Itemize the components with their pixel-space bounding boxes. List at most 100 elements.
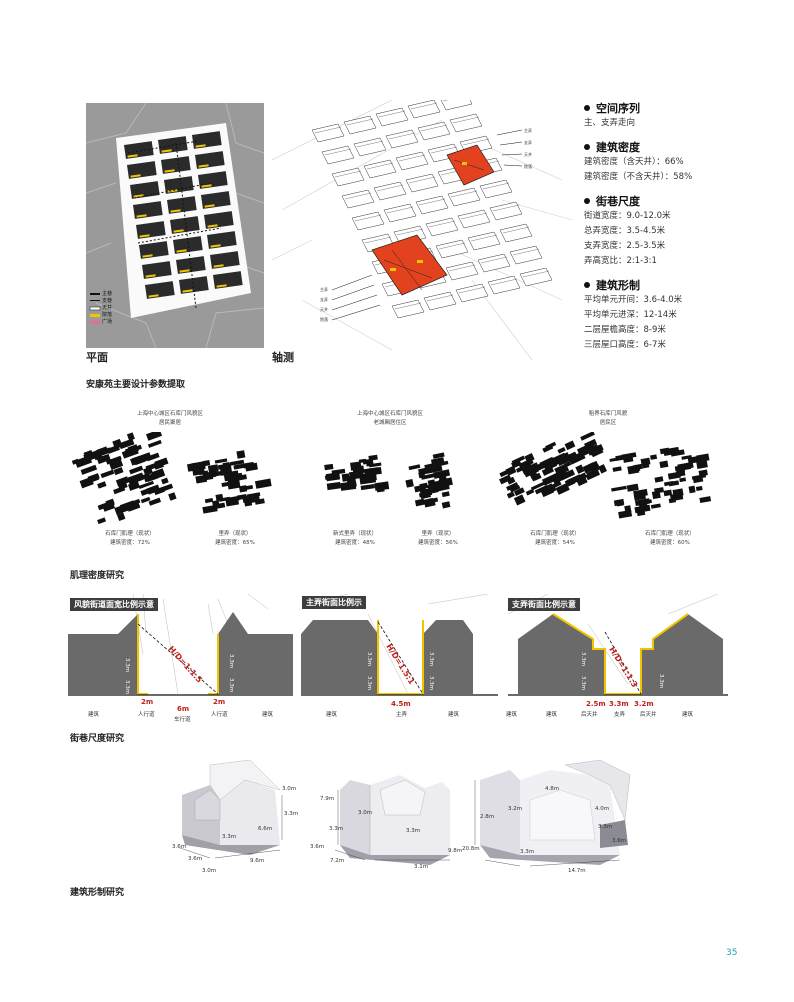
density-block [588, 460, 600, 472]
density-map [609, 446, 712, 519]
density-block [633, 488, 648, 498]
height-label: 3.3m [228, 654, 234, 668]
caption-building-form: 建筑形制研究 [70, 888, 125, 898]
density-block [499, 474, 512, 485]
form-dim-label: 14.7m [568, 868, 586, 874]
axo-building [415, 195, 449, 215]
caption-street-scale: 街巷尺度研究 [70, 734, 125, 744]
density-block [650, 503, 661, 509]
street-label: 建筑 [546, 710, 558, 718]
plan-yard [133, 194, 144, 198]
plan-yard [173, 229, 184, 233]
plan-block [127, 161, 157, 179]
density-block [626, 483, 639, 492]
density-block [632, 466, 641, 472]
form-model-2 [340, 775, 450, 865]
density-block [97, 517, 107, 524]
density-block [147, 439, 162, 448]
density-block [524, 453, 535, 463]
density-block [525, 488, 535, 496]
plan-yard [136, 214, 147, 218]
dimension-label: 4.5m [391, 700, 411, 708]
axo-building [375, 107, 409, 127]
density-block [506, 482, 519, 491]
density-maps [70, 432, 730, 524]
legend-item: 支巷 [102, 298, 113, 304]
axo-roof-line [458, 286, 486, 294]
density-block [146, 432, 163, 441]
density-block [650, 454, 658, 460]
axo-roof-line [462, 138, 490, 146]
dimension-label: 3.2m [634, 700, 654, 708]
building-forms: 3.0m 6.6m 3.3m 3.3m 3.6m 9.6m 3.6m 3.0m … [170, 760, 640, 880]
axo-building [311, 123, 345, 143]
density-block [555, 482, 570, 495]
density-block [364, 469, 377, 479]
density-block [145, 462, 159, 471]
density-block [129, 465, 144, 475]
form-dim-label: 2.8m [480, 814, 494, 820]
density-block [358, 458, 367, 464]
density-block [616, 501, 624, 507]
street-label: 主弄 [396, 710, 408, 718]
density-map [186, 450, 272, 514]
plan-figure: 主巷 支巷 天井 院落 广场 [86, 103, 264, 348]
svg-text:天井: 天井 [524, 151, 532, 157]
axo-building [373, 181, 407, 201]
density-block [441, 501, 451, 509]
density-block [585, 469, 601, 481]
axo-roof-line [408, 176, 436, 184]
axo-building [489, 201, 523, 221]
axo-building [353, 137, 387, 157]
form-dim-label: 3.0m [358, 810, 372, 816]
form-dim-label: 3.3m [598, 824, 612, 830]
density-block [509, 485, 521, 493]
density-group-title: 上海中心城区石库门风貌区 老城厢居住区 [356, 411, 423, 426]
plan-yard [201, 184, 212, 188]
density-block [148, 497, 162, 506]
axo-building [447, 187, 481, 207]
density-block [348, 470, 364, 480]
axo-building [479, 179, 513, 199]
density-group-title: 租界石库门风貌 居民区 [588, 411, 628, 426]
density-block [696, 460, 708, 469]
density-block [198, 470, 209, 476]
density-block [663, 489, 673, 497]
street-sections: 3.3m 3.3m 3.3m 3.3m 3.3m 3.3m 3.3m 3.3m … [68, 594, 728, 724]
form-dim-label: 6.6m [258, 826, 272, 832]
height-label: 3.3m [124, 658, 130, 672]
plan-block [130, 181, 160, 199]
axo-building [519, 267, 553, 287]
density-block [223, 473, 234, 482]
plan-block [176, 256, 206, 274]
plan-yard [216, 284, 227, 288]
legend-item: 广场 [102, 319, 113, 325]
ratio-label: H/D=1:1.5 [167, 644, 205, 684]
density-map [534, 432, 608, 495]
form-dim-label: 3.6m [172, 844, 186, 850]
density-block [435, 460, 449, 467]
density-map [71, 432, 177, 524]
density-block [420, 473, 437, 480]
axo-roof-line [354, 214, 382, 222]
axo-roof-line [388, 132, 416, 140]
axo-roof-line [376, 184, 404, 192]
plan-yard [176, 249, 187, 253]
density-block [71, 458, 80, 465]
axo-roof-line [410, 102, 438, 110]
section-title: 空间序列 [596, 102, 640, 115]
param-line: 平均单元开间：3.6-4.0米 [584, 295, 683, 305]
street-label: 建筑 [506, 710, 518, 718]
axo-roof-line [460, 212, 488, 220]
density-block [692, 475, 704, 484]
axo-roof-line [426, 294, 454, 302]
ratio-label: H/D=1:1.3 [607, 645, 639, 689]
plan-block [204, 211, 234, 229]
height-label: 3.3m [366, 652, 372, 666]
density-item-label: 里弄（现状）建筑密度：65% [215, 531, 255, 546]
street-label: 建筑 [262, 710, 274, 718]
density-block [217, 463, 232, 470]
building-form-drawings: 3.0m 6.6m 3.3m 3.3m 3.6m 9.6m 3.6m 3.0m … [172, 760, 631, 874]
plan-block [194, 151, 225, 169]
density-block [113, 467, 124, 476]
